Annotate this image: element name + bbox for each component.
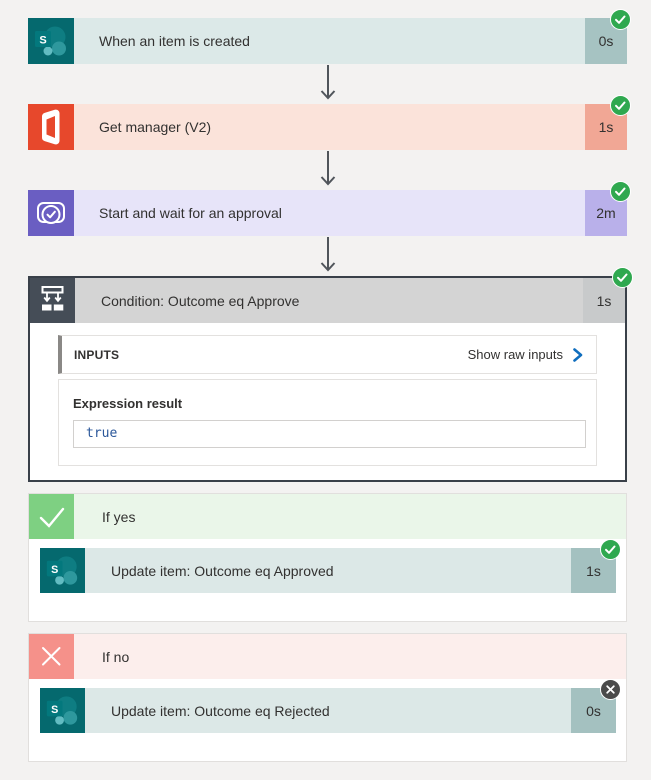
branch-if-no-body: S Update item: Outcome eq Rejected 0s: [29, 679, 626, 761]
svg-text:S: S: [51, 564, 58, 576]
chevron-right-icon: [571, 347, 584, 362]
action-duration: 0s: [571, 688, 616, 733]
branch-if-no-header[interactable]: If no: [29, 634, 626, 679]
action-card-update-item-approved[interactable]: S Update item: Outcome eq Approved 1s: [40, 539, 621, 593]
connector-arrow: [28, 150, 627, 190]
success-check-badge: [600, 539, 621, 560]
connector-arrow: [28, 236, 627, 276]
show-raw-inputs-label: Show raw inputs: [467, 347, 563, 362]
check-icon: [29, 494, 74, 539]
condition-icon: [30, 278, 75, 323]
office365-icon: [28, 104, 74, 150]
svg-text:S: S: [51, 704, 58, 716]
branch-if-yes-body: S Update item: Outcome eq Approved 1s: [29, 539, 626, 621]
condition-card-header[interactable]: Condition: Outcome eq Approve 1s: [30, 278, 625, 323]
branch-if-yes: If yes S Update item: Outcome eq Approve…: [28, 493, 627, 622]
condition-body: INPUTS Show raw inputs Expression result…: [30, 323, 625, 480]
branch-if-yes-header[interactable]: If yes: [29, 494, 626, 539]
x-icon: [29, 634, 74, 679]
branch-label: If yes: [74, 494, 626, 539]
action-title: When an item is created: [74, 18, 585, 64]
action-card-start-approval[interactable]: Start and wait for an approval 2m: [28, 181, 631, 236]
condition-block: Condition: Outcome eq Approve 1s INPUTS …: [28, 267, 633, 482]
sharepoint-icon: S: [28, 18, 74, 64]
action-title: Start and wait for an approval: [74, 190, 585, 236]
sharepoint-icon: S: [40, 548, 85, 593]
connector-arrow: [28, 64, 627, 104]
inputs-label: INPUTS: [74, 347, 120, 362]
success-check-badge: [610, 95, 631, 116]
sharepoint-icon: S: [40, 688, 85, 733]
success-check-badge: [612, 267, 633, 288]
svg-text:S: S: [39, 35, 46, 47]
action-title: Update item: Outcome eq Approved: [85, 548, 571, 593]
skipped-x-badge: [600, 679, 621, 700]
condition-title: Condition: Outcome eq Approve: [75, 278, 583, 323]
action-card-update-item-rejected[interactable]: S Update item: Outcome eq Rejected 0s: [40, 679, 621, 733]
action-title: Update item: Outcome eq Rejected: [85, 688, 571, 733]
expression-result-value: true: [73, 420, 586, 448]
action-title: Get manager (V2): [74, 104, 585, 150]
flow-run-canvas: S When an item is created 0s Get manager…: [28, 9, 633, 762]
approvals-icon: [28, 190, 74, 236]
show-raw-inputs-link[interactable]: Show raw inputs: [467, 347, 584, 362]
expression-result-label: Expression result: [73, 396, 183, 411]
success-check-badge: [610, 181, 631, 202]
expression-result-panel: Expression result true: [58, 379, 597, 466]
branch-label: If no: [74, 634, 626, 679]
action-card-get-manager[interactable]: Get manager (V2) 1s: [28, 95, 631, 150]
action-card-when-item-created[interactable]: S When an item is created 0s: [28, 9, 631, 64]
branch-if-no: If no S Update item: Outcome eq Rejected…: [28, 633, 627, 762]
inputs-panel-header: INPUTS Show raw inputs: [58, 335, 597, 374]
success-check-badge: [610, 9, 631, 30]
